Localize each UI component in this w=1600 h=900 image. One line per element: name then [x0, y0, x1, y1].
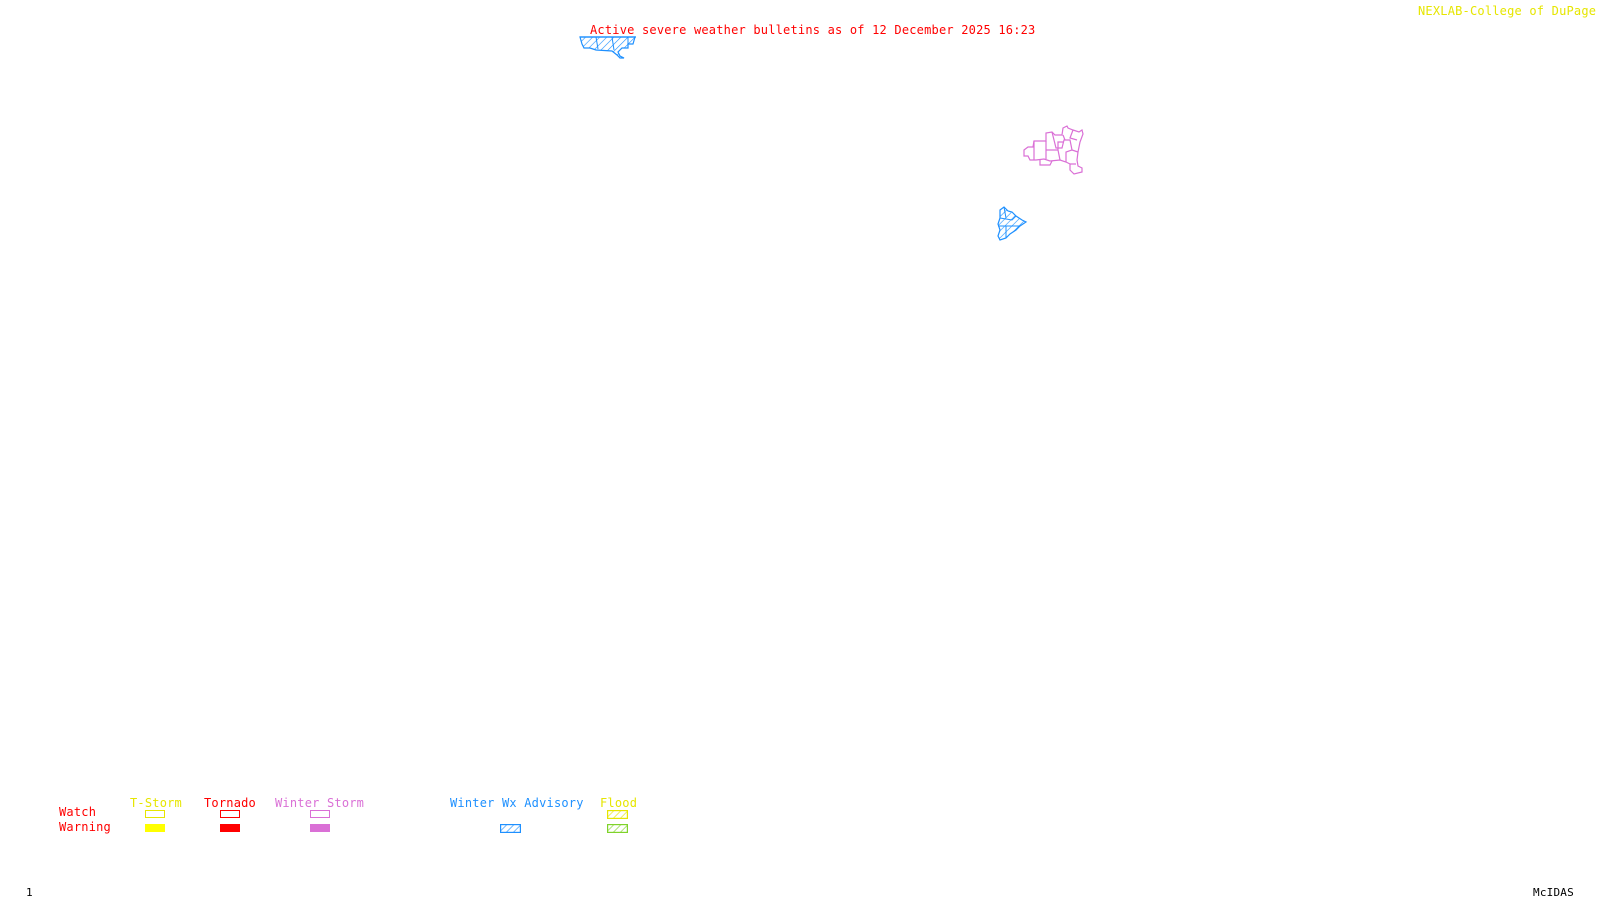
legend-row-warning: Warning [59, 820, 111, 834]
winter-storm-warning-swatch [310, 824, 330, 832]
credit-label: NEXLAB-College of DuPage ⇱ [1418, 4, 1600, 18]
legend-row-watch: Watch [59, 805, 97, 819]
tstorm-watch-swatch [145, 810, 165, 818]
advisory-area-right [997, 206, 1028, 241]
flood-watch-swatch [607, 810, 628, 819]
winter-storm-watch-swatch [310, 810, 330, 818]
winter-advisory-swatch [500, 824, 521, 833]
map-title: Active severe weather bulletins as of 12… [590, 23, 1036, 37]
frame-number: 1 [26, 886, 33, 899]
tornado-watch-swatch [220, 810, 240, 818]
legend-column-flood: Flood [600, 796, 638, 810]
flood-warning-swatch [607, 824, 628, 833]
software-label: McIDAS [1533, 886, 1574, 899]
winter-storm-area [1023, 125, 1084, 175]
legend-column-tornado: Tornado [204, 796, 256, 810]
legend-column-tstorm: T-Storm [130, 796, 182, 810]
legend-column-winter-advisory: Winter Wx Advisory [450, 796, 584, 810]
advisory-area-top [579, 36, 636, 59]
tstorm-warning-swatch [145, 824, 165, 832]
credit-text: NEXLAB-College of DuPage [1418, 4, 1597, 18]
tornado-warning-swatch [220, 824, 240, 832]
legend-column-winter-storm: Winter Storm [275, 796, 365, 810]
